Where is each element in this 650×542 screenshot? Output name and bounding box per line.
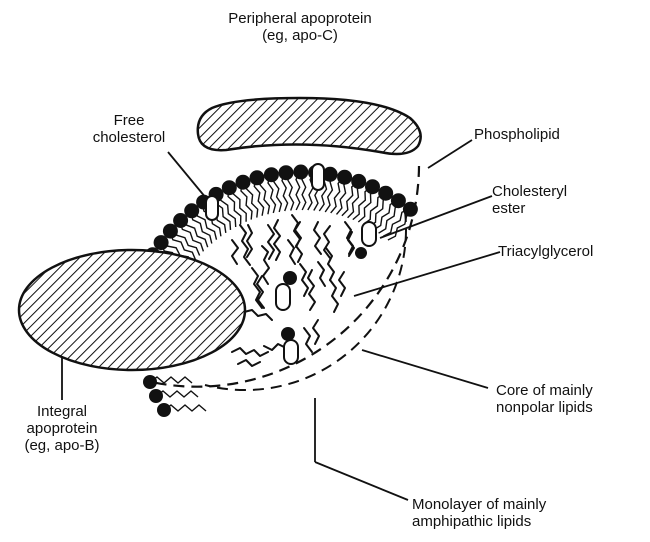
triacylglycerol-molecule (232, 225, 252, 265)
peripheral-apoprotein (198, 98, 421, 154)
triacylglycerol-molecule (262, 220, 280, 284)
integral-apoprotein-label-line1: Integral (4, 403, 120, 420)
triacylglycerol-molecule (330, 272, 345, 312)
phospholipid-head (236, 175, 251, 190)
phospholipid-molecule (157, 403, 206, 417)
phospholipid-label: Phospholipid (474, 126, 560, 143)
cholesteryl-ester-ring (276, 284, 290, 310)
phospholipid-head (293, 165, 308, 180)
core-label-line1: Core of mainly (496, 382, 593, 399)
phospholipid-molecule (149, 389, 198, 403)
free-cholesterol-label-line2: cholesterol (74, 129, 184, 146)
phospholipid-head (378, 186, 393, 201)
phospholipid-head (143, 375, 157, 389)
monolayer-label-line1: Monolayer of mainly (412, 496, 546, 513)
cholesteryl-ester-label-line1: Cholesteryl (492, 183, 567, 200)
core-label-line2: nonpolar lipids (496, 399, 593, 416)
triacylglycerol-molecule (252, 268, 264, 308)
phospholipid-head (351, 174, 366, 189)
triacylglycerol-label: Triacylglycerol (498, 243, 593, 260)
integral-apoprotein-label: Integral apoprotein (eg, apo-B) (4, 403, 120, 454)
phospholipid-head (365, 179, 380, 194)
cholesterol-molecule (206, 196, 218, 220)
triacylglycerol-leader (354, 252, 500, 296)
phospholipid-head (250, 170, 265, 185)
triacylglycerol-molecule (300, 262, 325, 310)
integral-apoprotein-label-line2: apoprotein (4, 420, 120, 437)
phospholipid-head (337, 170, 352, 185)
peripheral-apoprotein-label-line2: (eg, apo-C) (190, 27, 410, 44)
cholesteryl-ester-ring (284, 340, 298, 364)
phospholipid-molecule (293, 165, 308, 211)
monolayer-label: Monolayer of mainly amphipathic lipids (412, 496, 546, 530)
peripheral-apoprotein-label-line1: Peripheral apoprotein (190, 10, 410, 27)
monolayer-leader (315, 462, 408, 500)
core-label: Core of mainly nonpolar lipids (496, 382, 593, 416)
cholesteryl-ester-ring (362, 222, 376, 246)
triacylglycerol-molecule (345, 222, 354, 256)
phospholipid-molecule (264, 167, 282, 213)
cholesterol-molecule (312, 164, 324, 190)
phospholipid-head (391, 193, 406, 208)
peripheral-apoprotein-label: Peripheral apoprotein (eg, apo-C) (190, 10, 410, 44)
cholesteryl-ester-label-line2: ester (492, 200, 567, 217)
integral-apoprotein-label-line3: (eg, apo-B) (4, 437, 120, 454)
triacylglycerol-molecule (288, 215, 302, 264)
phospholipid-head (403, 202, 418, 217)
phospholipid-head (149, 389, 163, 403)
cholesteryl-ester-head (355, 247, 367, 259)
cholesteryl-ester-head (281, 327, 295, 341)
integral-apoprotein (19, 250, 245, 370)
phospholipid-molecule (143, 375, 192, 389)
free-cholesterol-label: Free cholesterol (74, 112, 184, 146)
free-cholesterol-label-line1: Free (74, 112, 184, 129)
triacylglycerol-molecule (304, 320, 319, 352)
cholesteryl-ester-head (283, 271, 297, 285)
phospholipid-leader (428, 140, 472, 168)
monolayer-label-line2: amphipathic lipids (412, 513, 546, 530)
lower-phospholipid-layer (143, 375, 206, 417)
phospholipid-head (222, 180, 237, 195)
phospholipid-head (154, 235, 169, 250)
free-cholesterol-leader (168, 152, 206, 198)
phospholipid-head (279, 165, 294, 180)
cholesteryl-ester-label: Cholesteryl ester (492, 183, 567, 217)
core-leader (362, 350, 488, 388)
phospholipid-head (157, 403, 171, 417)
phospholipid-head (264, 167, 279, 182)
